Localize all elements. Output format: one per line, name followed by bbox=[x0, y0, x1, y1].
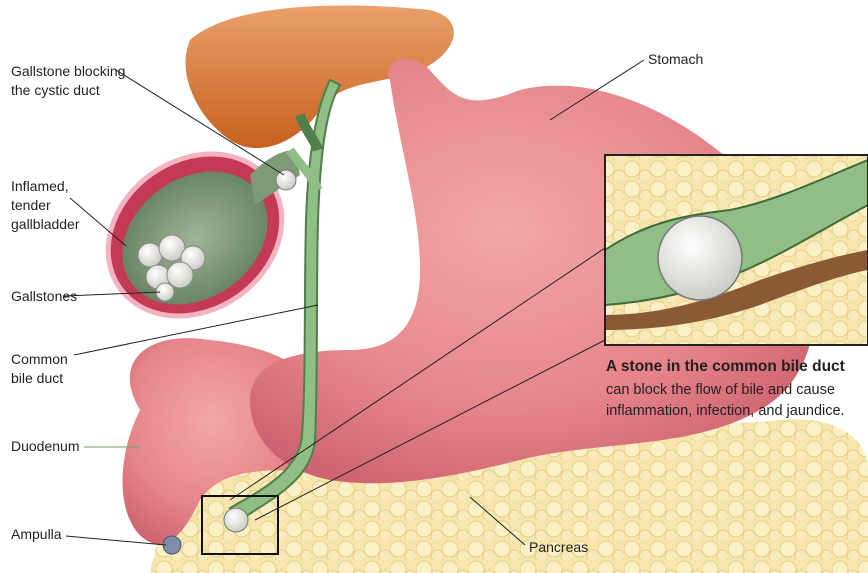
label-gallstone-blocking-line2: the cystic duct bbox=[11, 81, 125, 100]
caption-line2: inflammation, infection, and jaundice. bbox=[606, 401, 845, 422]
label-duodenum: Duodenum bbox=[11, 437, 80, 456]
caption-body: can block the flow of bile and cause inf… bbox=[606, 380, 845, 422]
label-gallstone-blocking: Gallstone blocking the cystic duct bbox=[11, 62, 125, 100]
label-gallstones: Gallstones bbox=[11, 287, 77, 306]
label-common-line1: Common bbox=[11, 350, 68, 369]
caption-title: A stone in the common bile duct bbox=[606, 358, 845, 376]
label-stomach: Stomach bbox=[648, 50, 703, 69]
label-common-line2: bile duct bbox=[11, 369, 68, 388]
label-gallstone-blocking-line1: Gallstone blocking bbox=[11, 62, 125, 81]
label-inflamed-line1: Inflamed, bbox=[11, 177, 80, 196]
caption-line1: can block the flow of bile and cause bbox=[606, 380, 845, 401]
label-pancreas: Pancreas bbox=[529, 538, 588, 557]
label-ampulla: Ampulla bbox=[11, 525, 62, 544]
cystic-duct-stone bbox=[276, 170, 296, 190]
label-inflamed-gallbladder: Inflamed, tender gallbladder bbox=[11, 177, 80, 234]
label-common-bile-duct: Common bile duct bbox=[11, 350, 68, 388]
common-duct-stone bbox=[224, 508, 248, 532]
label-inflamed-line3: gallbladder bbox=[11, 215, 80, 234]
magnified-inset bbox=[605, 155, 868, 345]
label-inflamed-line2: tender bbox=[11, 196, 80, 215]
